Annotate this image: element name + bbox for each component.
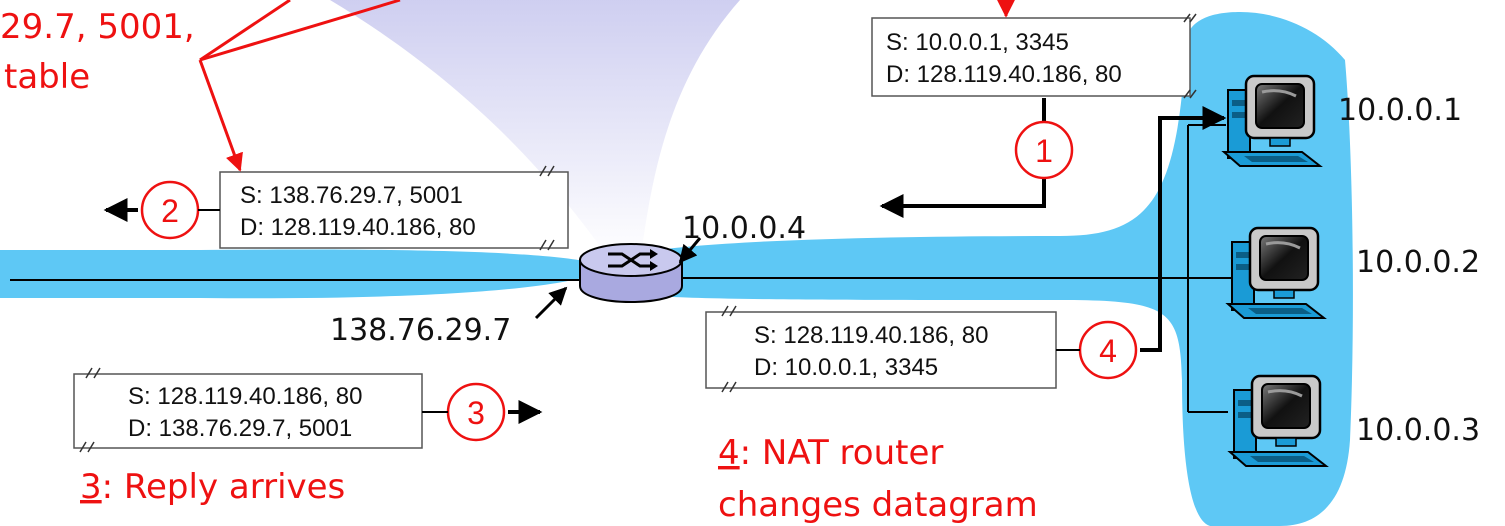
wan-fan-shape: [330, 0, 740, 260]
step4-caption-line2: changes datagram: [718, 485, 1038, 525]
router-icon: [579, 243, 683, 304]
svg-text:2: 2: [161, 193, 179, 229]
router-lan-pointer: [678, 237, 702, 264]
annotation-arrow-into-fan: [199, 0, 291, 62]
datagram-2-box: S: 138.76.29.7, 5001 D: 128.119.40.186, …: [219, 165, 569, 251]
step4-caption: 4: NAT router: [718, 433, 943, 473]
host2-address: 10.0.0.2: [1356, 245, 1480, 280]
step4-flow-arrow: [1140, 106, 1227, 352]
wan-link-band: [0, 249, 590, 299]
lan-region: [610, 12, 1353, 526]
top-annotation-line2: table: [4, 57, 90, 97]
datagram-1-destination: D: 128.119.40.186, 80: [886, 61, 1122, 88]
annotation-arrow-to-step2: [198, 59, 243, 172]
step-1-marker: 1: [1014, 120, 1074, 180]
datagram-4-box: S: 128.119.40.186, 80 D: 10.0.0.1, 3345: [705, 305, 1057, 393]
top-annotation-line1: 29.7, 5001,: [0, 7, 195, 47]
host3-address: 10.0.0.3: [1356, 413, 1480, 448]
datagram-4-destination: D: 10.0.0.1, 3345: [754, 354, 938, 381]
step-2-marker: 2: [140, 180, 200, 240]
datagram-2-destination: D: 128.119.40.186, 80: [240, 214, 476, 241]
svg-text:3: 3: [467, 395, 485, 431]
step-3-marker: 3: [446, 382, 506, 442]
datagram-1-box: S: 10.0.0.1, 3345 D: 128.119.40.186, 80: [871, 13, 1197, 99]
annotation-arrow-up: [199, 0, 401, 62]
step-4-marker: 4: [1078, 320, 1138, 380]
datagram-3-source: S: 128.119.40.186, 80: [128, 383, 362, 410]
svg-text:4: 4: [1099, 333, 1117, 369]
router-wan-pointer: [534, 286, 568, 320]
step3-caption: 3: Reply arrives: [80, 467, 345, 507]
datagram-3-box: S: 128.119.40.186, 80 D: 138.76.29.7, 50…: [73, 367, 423, 453]
datagram-4-source: S: 128.119.40.186, 80: [754, 322, 988, 349]
datagram-3-destination: D: 138.76.29.7, 5001: [128, 415, 352, 442]
router-lan-address: 10.0.0.4: [682, 211, 806, 246]
host1-address: 10.0.0.1: [1338, 93, 1462, 128]
datagram-2-source: S: 138.76.29.7, 5001: [240, 182, 463, 209]
datagram-1-source: S: 10.0.0.1, 3345: [886, 29, 1069, 56]
svg-text:1: 1: [1035, 133, 1053, 169]
router-wan-address: 138.76.29.7: [330, 313, 511, 348]
